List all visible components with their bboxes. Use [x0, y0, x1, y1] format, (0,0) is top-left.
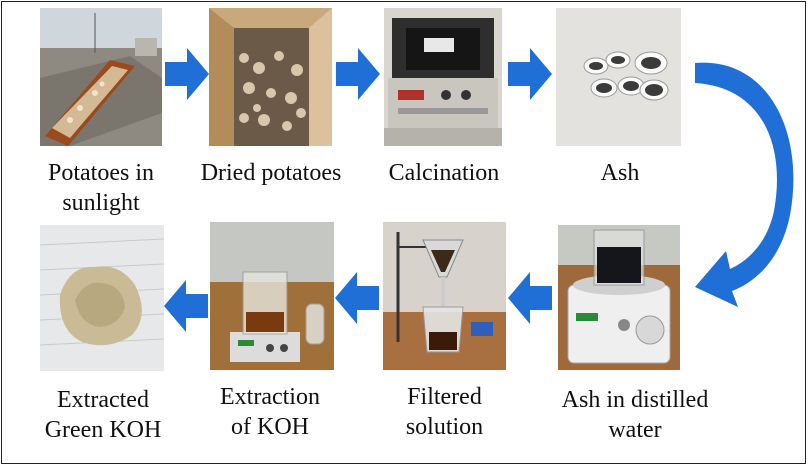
label-line: Extracted	[57, 387, 149, 413]
photo-potatoes-in-sunlight	[40, 8, 162, 146]
label-line: Ash in distilled	[561, 387, 709, 413]
label-line: Filtered	[407, 384, 482, 410]
label-filtered-solution: Filtered solution	[372, 382, 517, 442]
label-line: water	[608, 417, 662, 443]
label-calcination: Calcination	[380, 158, 508, 188]
label-line: Extraction	[220, 384, 320, 410]
curved-arrow-icon	[690, 55, 805, 315]
photo-extracted-green-koh	[40, 225, 164, 371]
photo-extraction-of-koh	[210, 222, 334, 370]
photo-ash-in-distilled-water	[558, 225, 680, 370]
label-ash-in-distilled-water: Ash in distilled water	[535, 385, 735, 445]
label-dried-potatoes: Dried potatoes	[185, 158, 357, 188]
photo-ash	[556, 8, 681, 146]
photo-calcination-furnace	[384, 8, 502, 146]
label-line: solution	[405, 414, 484, 440]
label-line: Potatoes in	[48, 160, 154, 186]
label-line: sunlight	[62, 190, 140, 216]
photo-dried-potatoes	[209, 8, 332, 146]
arrow-right-icon	[508, 48, 552, 100]
photo-filtered-solution	[383, 222, 506, 370]
arrow-left-icon	[335, 272, 379, 324]
arrow-left-icon	[164, 280, 208, 332]
label-line: Dried potatoes	[200, 160, 342, 186]
label-extraction-of-koh: Extraction of KOH	[195, 382, 345, 442]
label-potatoes-in-sunlight: Potatoes in sunlight	[25, 158, 177, 218]
arrow-right-icon	[336, 48, 380, 100]
label-line: Green KOH	[44, 417, 162, 443]
label-line: Calcination	[388, 160, 500, 186]
label-line: Ash	[600, 160, 640, 186]
arrow-right-icon	[165, 48, 209, 100]
label-line: of KOH	[231, 414, 309, 440]
arrow-left-icon	[508, 272, 552, 324]
label-extracted-green-koh: Extracted Green KOH	[18, 385, 188, 445]
label-ash: Ash	[580, 158, 660, 188]
